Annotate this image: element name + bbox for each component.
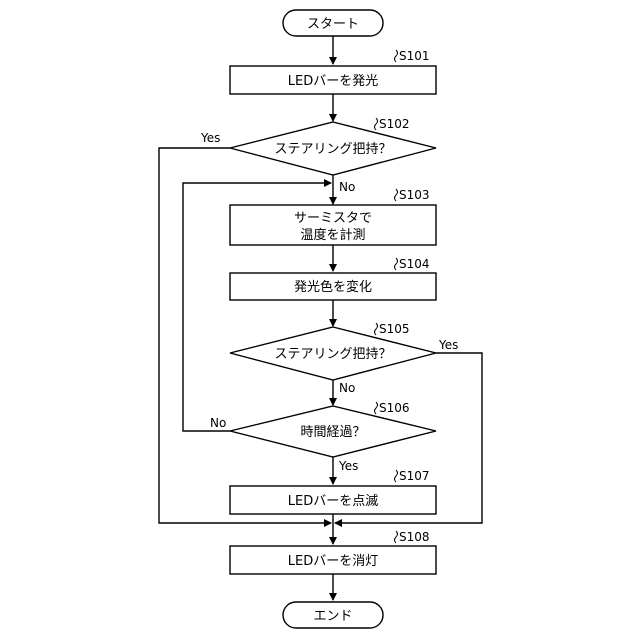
s105-step: S105 [379,322,410,336]
s107-leader [395,470,398,482]
s104-label: 発光色を変化 [294,279,372,295]
s106-label: 時間経過？ [300,425,365,440]
s102-label: ステアリング把持？ [274,142,391,157]
s108-step: S108 [399,530,430,544]
process-s101: LEDバーを発光 [230,66,436,94]
s102-no-label: No [339,180,355,194]
process-s104: 発光色を変化 [230,273,436,300]
s107-step: S107 [399,469,430,483]
s106-step: S106 [379,401,410,415]
s102-leader [375,118,378,130]
s108-leader [395,531,398,543]
s103-label-line1: サーミスタで [294,211,372,226]
s101-label: LEDバーを発光 [288,74,378,89]
s105-label: ステアリング把持？ [274,347,391,362]
s106-leader [375,402,378,414]
s103-leader [395,189,398,201]
end-label: エンド [313,609,352,624]
s103-label-line2: 温度を計測 [300,227,365,243]
start-label: スタート [307,17,359,32]
process-s107: LEDバーを点滅 [230,486,436,514]
s106-yes-label: Yes [338,459,358,473]
end-terminal: エンド [283,602,383,628]
s104-step: S104 [399,257,430,271]
s108-label: LEDバーを消灯 [288,554,378,569]
process-s108: LEDバーを消灯 [230,546,436,574]
start-terminal: スタート [283,10,383,36]
s105-no-label: No [339,381,355,395]
connectors [159,36,482,600]
s105-yes-label: Yes [438,338,458,352]
process-s103: サーミスタで 温度を計測 [230,205,436,245]
s101-step: S101 [399,49,430,63]
s101-leader [395,50,398,62]
s103-step: S103 [399,188,430,202]
s105-leader [375,323,378,335]
s104-leader [395,258,398,270]
s102-yes-label: Yes [200,131,220,145]
s107-label: LEDバーを点滅 [288,494,378,509]
s106-no-label: No [210,416,226,430]
s102-step: S102 [379,117,410,131]
